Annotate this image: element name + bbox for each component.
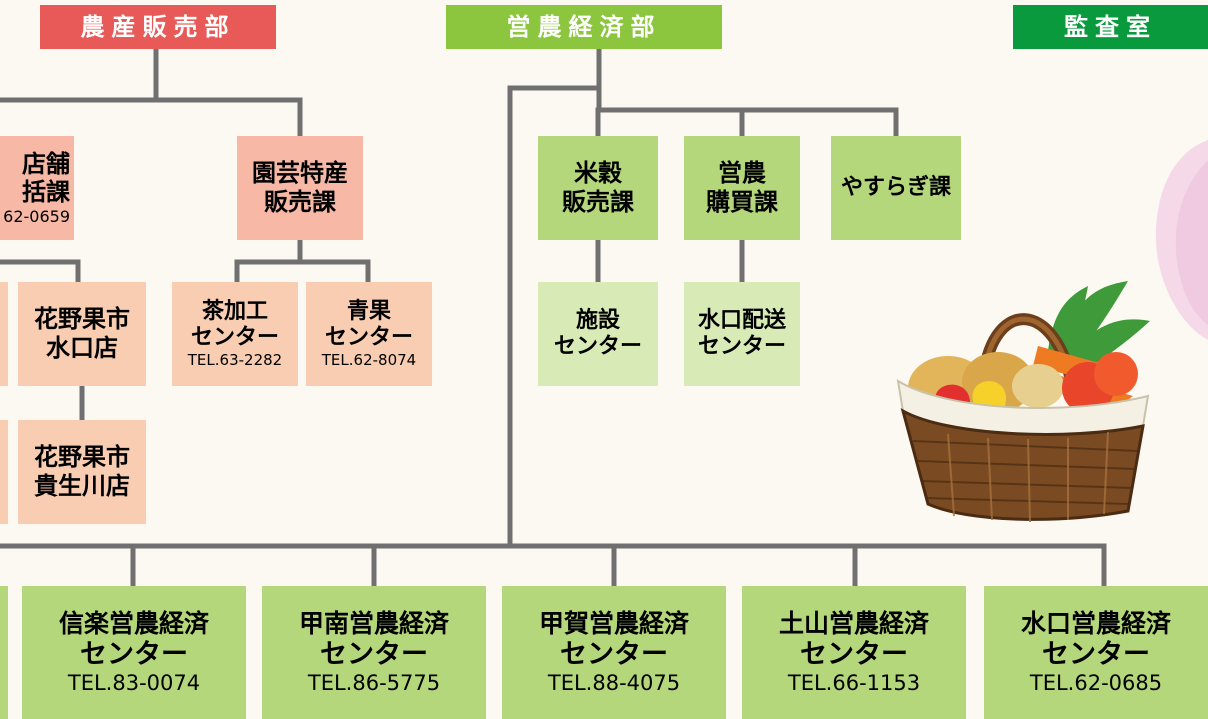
engei-line2: 販売課: [264, 188, 336, 216]
header-nousan-label: 農産販売部: [80, 12, 236, 41]
einou-kobai-line1: 営農: [718, 159, 766, 188]
box-center-minakuchi: 水口営農経済 センター TEL.62-0685: [984, 586, 1208, 719]
box-center-kounan: 甲南営農経済 センター TEL.86-5775: [262, 586, 486, 719]
vegetable-basket-illustration: [896, 281, 1150, 523]
box-einou-kobai: 営農 購買課: [684, 136, 800, 240]
beikoku-line2: 販売課: [562, 188, 634, 216]
center-tel: TEL.86-5775: [307, 671, 441, 696]
box-cut-left-1: [0, 282, 8, 386]
box-minakuchi-haiso: 水口配送 センター: [684, 282, 800, 386]
box-seika: 青果 センター TEL.62-8074: [306, 282, 432, 386]
chakakou-tel: TEL.63-2282: [187, 351, 283, 370]
box-center-shigaraki: 信楽営農経済 センター TEL.83-0074: [22, 586, 246, 719]
center-tel: TEL.88-4075: [547, 671, 681, 696]
tenpo-tel: 62-0659: [3, 207, 70, 227]
center-sub: センター: [320, 638, 428, 670]
header-kansa: 監査室: [1013, 5, 1208, 49]
watercolor-blob-decoration: [1155, 140, 1208, 340]
einou-kobai-line2: 購買課: [706, 188, 778, 216]
kaya-minakuchi-line1: 花野果市: [34, 305, 130, 334]
header-nousan-hanbai: 農産販売部: [40, 5, 276, 49]
box-shisetsu-center: 施設 センター: [538, 282, 658, 386]
center-tel: TEL.66-1153: [787, 671, 921, 696]
chakakou-line2: センター: [190, 325, 279, 350]
shisetsu-line1: 施設: [575, 307, 620, 333]
center-name: 甲南営農経済: [298, 608, 449, 638]
box-engei-tokusan: 園芸特産 販売課: [237, 136, 363, 240]
header-einou-keizai: 営農経済部: [446, 5, 722, 49]
chakakou-line1: 茶加工: [201, 298, 268, 324]
header-einou-label: 営農経済部: [506, 12, 662, 41]
minakuchi-haiso-line1: 水口配送: [697, 307, 786, 333]
seika-line1: 青果: [346, 298, 391, 324]
center-tel: TEL.83-0074: [67, 671, 201, 696]
box-kaya-kibukawa: 花野果市 貴生川店: [18, 420, 146, 524]
header-kansa-label: 監査室: [1064, 12, 1157, 41]
shisetsu-line2: センター: [553, 334, 642, 359]
kaya-kibukawa-line2: 貴生川店: [34, 472, 130, 500]
center-sub: センター: [1042, 638, 1150, 670]
box-beikoku-hanbai: 米穀 販売課: [538, 136, 658, 240]
center-name: 土山営農経済: [778, 608, 929, 638]
engei-line1: 園芸特産: [252, 159, 348, 188]
tenpo-line1: 店舗: [22, 149, 70, 178]
box-center-tsuchiyama: 土山営農経済 センター TEL.66-1153: [742, 586, 966, 719]
minakuchi-haiso-line2: センター: [697, 334, 786, 359]
center-name: 水口営農経済: [1020, 608, 1171, 638]
box-cut-center-left: [0, 586, 8, 719]
box-chakakou: 茶加工 センター TEL.63-2282: [172, 282, 298, 386]
center-tel: TEL.62-0685: [1029, 671, 1163, 696]
center-sub: センター: [560, 638, 668, 670]
box-kaya-minakuchi: 花野果市 水口店: [18, 282, 146, 386]
seika-tel: TEL.62-8074: [321, 351, 417, 370]
center-name: 信楽営農経済: [58, 608, 209, 638]
center-sub: センター: [800, 638, 908, 670]
kaya-minakuchi-line2: 水口店: [46, 334, 118, 362]
box-center-kouka: 甲賀営農経済 センター TEL.88-4075: [502, 586, 726, 719]
box-cut-left-2: [0, 420, 8, 524]
box-tenpo-kakatsu: 店舗 括課 62-0659: [0, 136, 74, 240]
beikoku-line1: 米穀: [574, 159, 622, 188]
kaya-kibukawa-line1: 花野果市: [34, 443, 130, 472]
yasuragi-label: やすらぎ課: [840, 174, 951, 200]
center-sub: センター: [80, 638, 188, 670]
seika-line2: センター: [324, 325, 413, 350]
center-name: 甲賀営農経済: [538, 608, 689, 638]
tenpo-line2: 括課: [22, 178, 70, 207]
box-yasuragi: やすらぎ課: [831, 136, 961, 240]
